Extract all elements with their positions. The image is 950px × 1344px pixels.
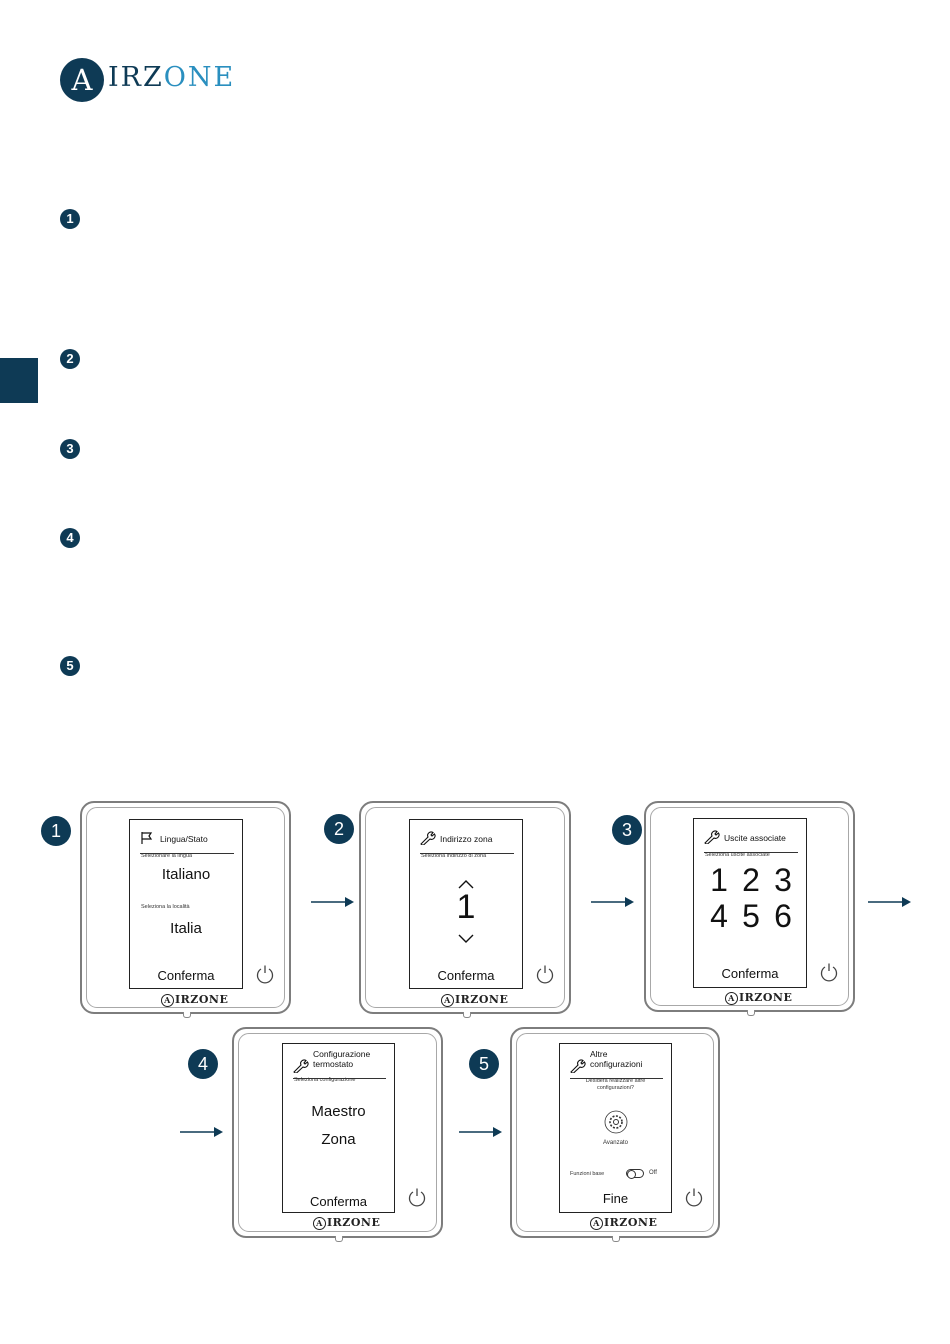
logo-emblem: A [60, 58, 104, 102]
output-2[interactable]: 2 [742, 862, 760, 898]
step-bullet-2: 2 [60, 349, 80, 369]
arrow-right-icon [591, 897, 634, 907]
question-line-2: configurazioni? [597, 1085, 634, 1091]
step-number-3: 3 [612, 815, 642, 845]
logo-letter: A [71, 63, 93, 97]
locality-value[interactable]: Italia [170, 920, 202, 937]
locality-label: Seleziona la località [141, 904, 190, 910]
confirm-button[interactable]: Conferma [721, 966, 779, 981]
step-number-1: 1 [41, 816, 71, 846]
confirm-button[interactable]: Conferma [157, 968, 215, 983]
power-icon[interactable] [535, 964, 555, 984]
language-value[interactable]: Italiano [161, 866, 211, 883]
language-label: Selezionare la lingua [141, 853, 193, 859]
flag-icon [141, 832, 153, 844]
thermostat-device-2: Indirizzo zona Seleziona indirizzo di zo… [359, 801, 571, 1018]
thermostat-device-3: Uscite associate Seleziona uscite associ… [644, 801, 855, 1016]
power-icon[interactable] [819, 962, 839, 982]
section-tab [0, 358, 38, 403]
screen-title-line-2: termostato [313, 1059, 354, 1069]
basic-functions-toggle[interactable] [626, 1169, 644, 1179]
config-option-zone[interactable]: Zona [321, 1131, 356, 1148]
arrow-right-icon [868, 897, 911, 907]
logo-wordmark-light: ONE [163, 62, 236, 93]
screen-header: Lingua/Stato [140, 829, 234, 854]
screen-header: Indirizzo zona [420, 829, 514, 854]
screen-header: Altre configurazioni [570, 1049, 663, 1079]
step-bullet-1: 1 [60, 209, 80, 229]
screen-title-line-1: Configurazione [313, 1049, 371, 1059]
thermostat-screen-1: Lingua/Stato Selezionare la lingua Itali… [129, 819, 243, 989]
power-icon[interactable] [684, 1187, 704, 1207]
output-5[interactable]: 5 [742, 898, 760, 934]
logo-wordmark: IRZONE [108, 62, 235, 93]
airzone-logo: A IRZONE [60, 57, 240, 103]
screen-header: Uscite associate [704, 828, 798, 853]
thermostat-device-5: Altre configurazioni Desidera realizzare… [510, 1027, 720, 1242]
arrow-right-icon [180, 1127, 223, 1137]
thermostat-device-4: Configurazione termostato Seleziona conf… [232, 1027, 443, 1242]
output-3[interactable]: 3 [774, 862, 792, 898]
screen-title-line-1: Altre [590, 1049, 608, 1059]
screen-title-line-2: configurazioni [590, 1059, 643, 1069]
chevron-up-icon[interactable] [458, 880, 474, 889]
thermostat-screen-5: Altre configurazioni Desidera realizzare… [559, 1043, 672, 1213]
thermostat-screen-3: Uscite associate Seleziona uscite associ… [693, 818, 807, 988]
power-icon[interactable] [255, 964, 275, 984]
gear-icon[interactable] [604, 1110, 628, 1134]
step-bullet-5: 5 [60, 656, 80, 676]
screen-title: Altre configurazioni [590, 1049, 642, 1069]
step-number-2: 2 [324, 814, 354, 844]
screen-title: Lingua/Stato [160, 834, 208, 844]
config-option-master[interactable]: Maestro [311, 1103, 366, 1120]
logo-wordmark-dark: IRZ [108, 62, 164, 93]
screen-title: Uscite associate [724, 833, 786, 843]
output-4[interactable]: 4 [710, 898, 728, 934]
wrench-icon [293, 1059, 309, 1073]
arrow-right-icon [311, 897, 354, 907]
confirm-button[interactable]: Conferma [309, 1194, 368, 1209]
zone-address-value: 1 [456, 888, 476, 926]
screen-header: Configurazione termostato [293, 1049, 386, 1079]
configuration-label: Seleziona configurazione [294, 1077, 356, 1083]
toggle-state: Off [649, 1170, 657, 1176]
chevron-down-icon[interactable] [458, 934, 474, 943]
question-text: Desidera realizzare altre configurazioni… [560, 1078, 671, 1092]
question-line-1: Desidera realizzare altre [585, 1078, 646, 1084]
step-number-5: 5 [469, 1049, 499, 1079]
wrench-icon [570, 1059, 586, 1073]
output-6[interactable]: 6 [774, 898, 792, 934]
advanced-label[interactable]: Avanzato [603, 1140, 628, 1146]
finish-button[interactable]: Fine [602, 1191, 629, 1206]
output-1[interactable]: 1 [710, 862, 728, 898]
step-bullet-4: 4 [60, 528, 80, 548]
wrench-icon [704, 830, 720, 844]
wrench-icon [420, 831, 436, 845]
outputs-label: Seleziona uscite associate [705, 852, 770, 858]
power-icon[interactable] [407, 1187, 427, 1207]
screen-title: Configurazione termostato [313, 1049, 370, 1069]
step-number-4: 4 [188, 1049, 218, 1079]
arrow-right-icon [459, 1127, 502, 1137]
thermostat-screen-2: Indirizzo zona Seleziona indirizzo di zo… [409, 819, 523, 989]
zone-address-label: Seleziona indirizzo di zona [421, 853, 487, 859]
thermostat-device-1: Lingua/Stato Selezionare la lingua Itali… [80, 801, 291, 1018]
confirm-button[interactable]: Conferma [437, 968, 495, 983]
outputs-grid: 1 2 3 4 5 6 [703, 863, 799, 933]
screen-title: Indirizzo zona [440, 834, 493, 844]
thermostat-screen-4: Configurazione termostato Seleziona conf… [282, 1043, 395, 1213]
step-bullet-3: 3 [60, 439, 80, 459]
toggle-label: Funzioni base [570, 1171, 605, 1177]
